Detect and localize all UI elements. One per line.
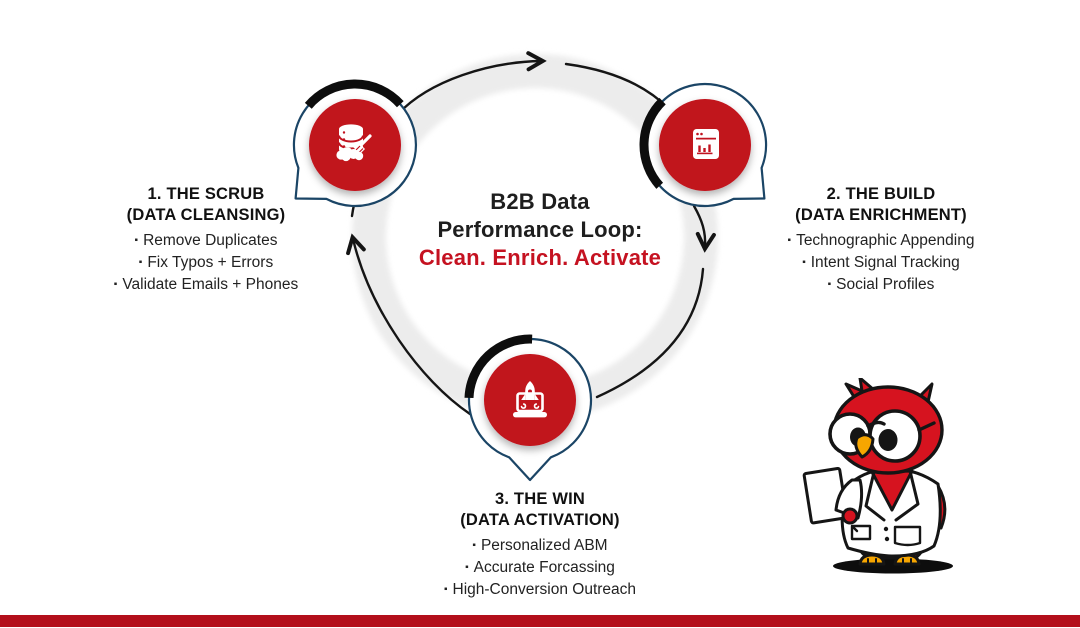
node-scrub-black-arc [304, 79, 404, 109]
step-scrub-subheading: (DATA CLEANSING) [126, 206, 286, 225]
step-build-subheading: (DATA ENRICHMENT) [795, 206, 967, 225]
node-win-black-arc [464, 334, 533, 399]
bullet-item: Validate Emails + Phones [110, 274, 302, 296]
arrow-build-to-win [692, 204, 705, 247]
step-win-text: 3. THE WIN (DATA ACTIVATION) Personalize… [410, 489, 670, 601]
diagram-title-tagline: Clean. Enrich. Activate [418, 245, 662, 271]
node-build-black-arc [639, 97, 666, 189]
footer-accent-bar [0, 615, 1080, 627]
step-build-heading: 2. THE BUILD [826, 185, 936, 203]
node-win [464, 334, 593, 482]
step-scrub-heading: 1. THE SCRUB [147, 185, 265, 203]
browser-chart-icon [693, 129, 719, 159]
bullet-item: Technographic Appending [782, 230, 980, 252]
bullet-item: Accurate Forcassing [410, 557, 670, 579]
database-cleaning-icon [336, 124, 372, 162]
node-scrub [292, 79, 417, 208]
step-win-subheading: (DATA ACTIVATION) [460, 511, 620, 530]
diagram-title-line2: Performance Loop: [437, 217, 643, 243]
laptop-rocket-icon [513, 381, 547, 418]
arrow-scrub-to-build [396, 61, 541, 116]
diagram-title-line1: B2B Data [490, 189, 590, 214]
bullet-item: Personalized ABM [410, 535, 670, 557]
bullet-item: High-Conversion Outreach [410, 579, 670, 601]
node-build [639, 82, 768, 208]
bullet-item: Intent Signal Tracking [782, 252, 980, 274]
step-win-heading: 3. THE WIN [494, 490, 585, 508]
arrow-win-to-scrub [353, 239, 472, 416]
diagram-title: B2B Data Performance Loop: Clean. Enrich… [395, 188, 685, 272]
bullet-item: Social Profiles [782, 274, 980, 296]
bullet-item: Fix Typos + Errors [110, 252, 302, 274]
owl-scientist-mascot [802, 378, 953, 574]
bullet-item: Remove Duplicates [110, 230, 302, 252]
step-scrub-text: 1. THE SCRUB (DATA CLEANSING) Remove Dup… [110, 184, 302, 296]
step-build-text: 2. THE BUILD (DATA ENRICHMENT) Technogra… [782, 184, 980, 296]
arrow-build-to-win-tail [595, 267, 705, 399]
